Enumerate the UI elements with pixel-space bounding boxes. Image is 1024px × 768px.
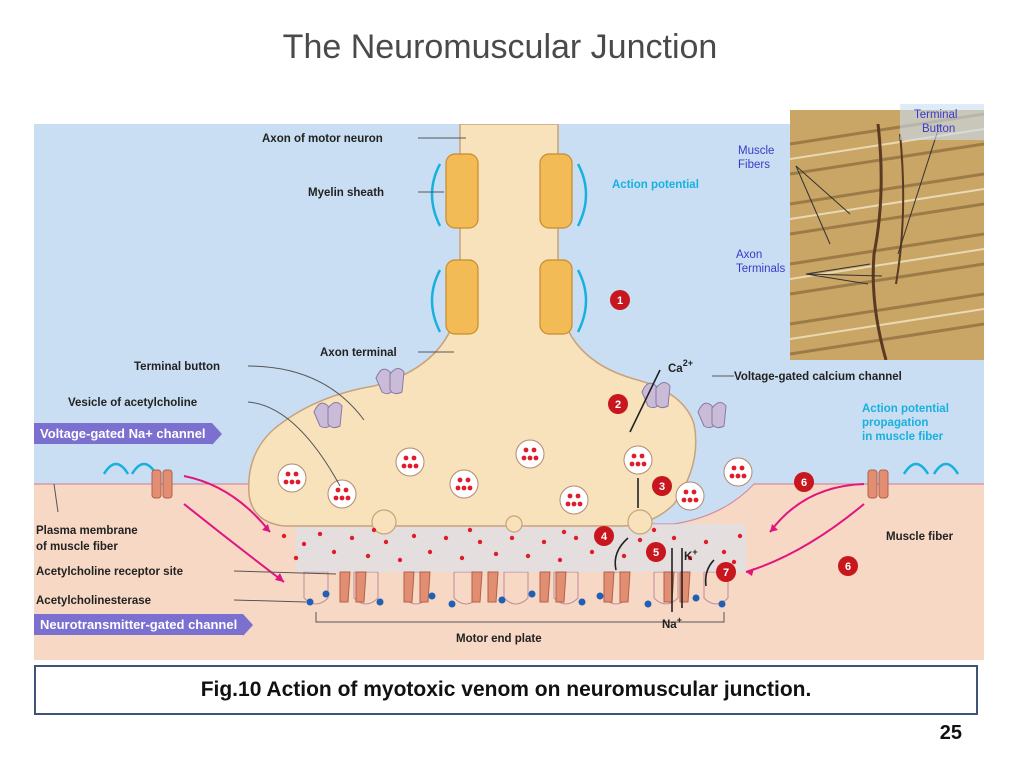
label-plasma-membrane: Plasma membrane	[36, 525, 138, 537]
label-motor-end-plate: Motor end plate	[456, 633, 542, 645]
action-potential-arrows	[102, 163, 960, 475]
step-6-lower: 6	[838, 556, 858, 576]
muscle-fiber-micrograph	[790, 110, 984, 360]
step-markers: 1 2 3 4 5 6 6 7	[594, 290, 858, 582]
svg-text:4: 4	[601, 531, 608, 543]
label-plasma-membrane-2: of muscle fiber	[36, 541, 118, 553]
label-ap-propagation-1: Action potential	[862, 403, 949, 415]
micro-label-terminal: Terminal	[914, 109, 957, 121]
page-number: 25	[939, 722, 962, 744]
step-1: 1	[610, 290, 630, 310]
badge-voltage-gated-na: Voltage-gated Na+ channel	[34, 423, 222, 445]
svg-text:3: 3	[659, 481, 665, 493]
label-action-potential: Action potential	[612, 179, 699, 191]
label-voltage-gated-calcium: Voltage-gated calcium channel	[734, 371, 902, 383]
micro-label-axon: Axon	[736, 249, 762, 261]
step-5: 5	[646, 542, 666, 562]
figure-caption: Fig.10 Action of myotoxic venom on neuro…	[34, 665, 978, 715]
label-muscle-fiber: Muscle fiber	[886, 531, 954, 543]
svg-text:5: 5	[653, 547, 659, 559]
label-ca: Ca2+	[668, 358, 693, 375]
vesicle-contents	[283, 447, 747, 507]
micrograph-inset: Terminal Button	[790, 104, 984, 360]
label-axon-motor-neuron: Axon of motor neuron	[262, 133, 383, 145]
svg-text:1: 1	[617, 295, 623, 307]
label-acetylcholinesterase: Acetylcholinesterase	[36, 595, 151, 607]
acetylcholine-vesicles	[277, 439, 753, 515]
slide-title: The Neuromuscular Junction	[282, 28, 718, 66]
svg-text:7: 7	[723, 567, 729, 579]
propagation-arrows	[183, 475, 865, 583]
label-terminal-button: Terminal button	[134, 361, 220, 373]
myelin-sheath	[445, 153, 573, 335]
label-myelin-sheath: Myelin sheath	[308, 187, 384, 199]
label-k: K+	[684, 547, 698, 563]
micro-label-fibers: Fibers	[738, 159, 770, 171]
svg-text:6: 6	[801, 477, 807, 489]
step-4: 4	[594, 526, 614, 546]
badge-neurotransmitter-gated: Neurotransmitter-gated channel	[34, 614, 254, 636]
label-na: Na+	[662, 615, 682, 631]
micrograph-left-labels: Muscle Fibers Axon Terminals	[736, 145, 785, 275]
micro-label-terminals: Terminals	[736, 263, 785, 275]
label-axon-terminal: Axon terminal	[320, 347, 397, 359]
svg-text:6: 6	[845, 561, 851, 573]
svg-text:2: 2	[615, 399, 621, 411]
acetylcholinesterase-dots	[306, 590, 726, 608]
micro-label-button: Button	[922, 123, 955, 135]
voltage-gated-na-channel	[151, 469, 889, 499]
step-2: 2	[608, 394, 628, 414]
label-ach-receptor-site: Acetylcholine receptor site	[36, 566, 183, 578]
step-3: 3	[652, 476, 672, 496]
voltage-gated-calcium-channel	[313, 368, 727, 429]
micro-label-muscle-1: Muscle	[738, 145, 774, 157]
label-ap-propagation-3: in muscle fiber	[862, 431, 944, 443]
step-7: 7	[716, 562, 736, 582]
label-vesicle-ach: Vesicle of acetylcholine	[68, 397, 197, 409]
label-ap-propagation-2: propagation	[862, 417, 928, 429]
step-6-upper: 6	[794, 472, 814, 492]
